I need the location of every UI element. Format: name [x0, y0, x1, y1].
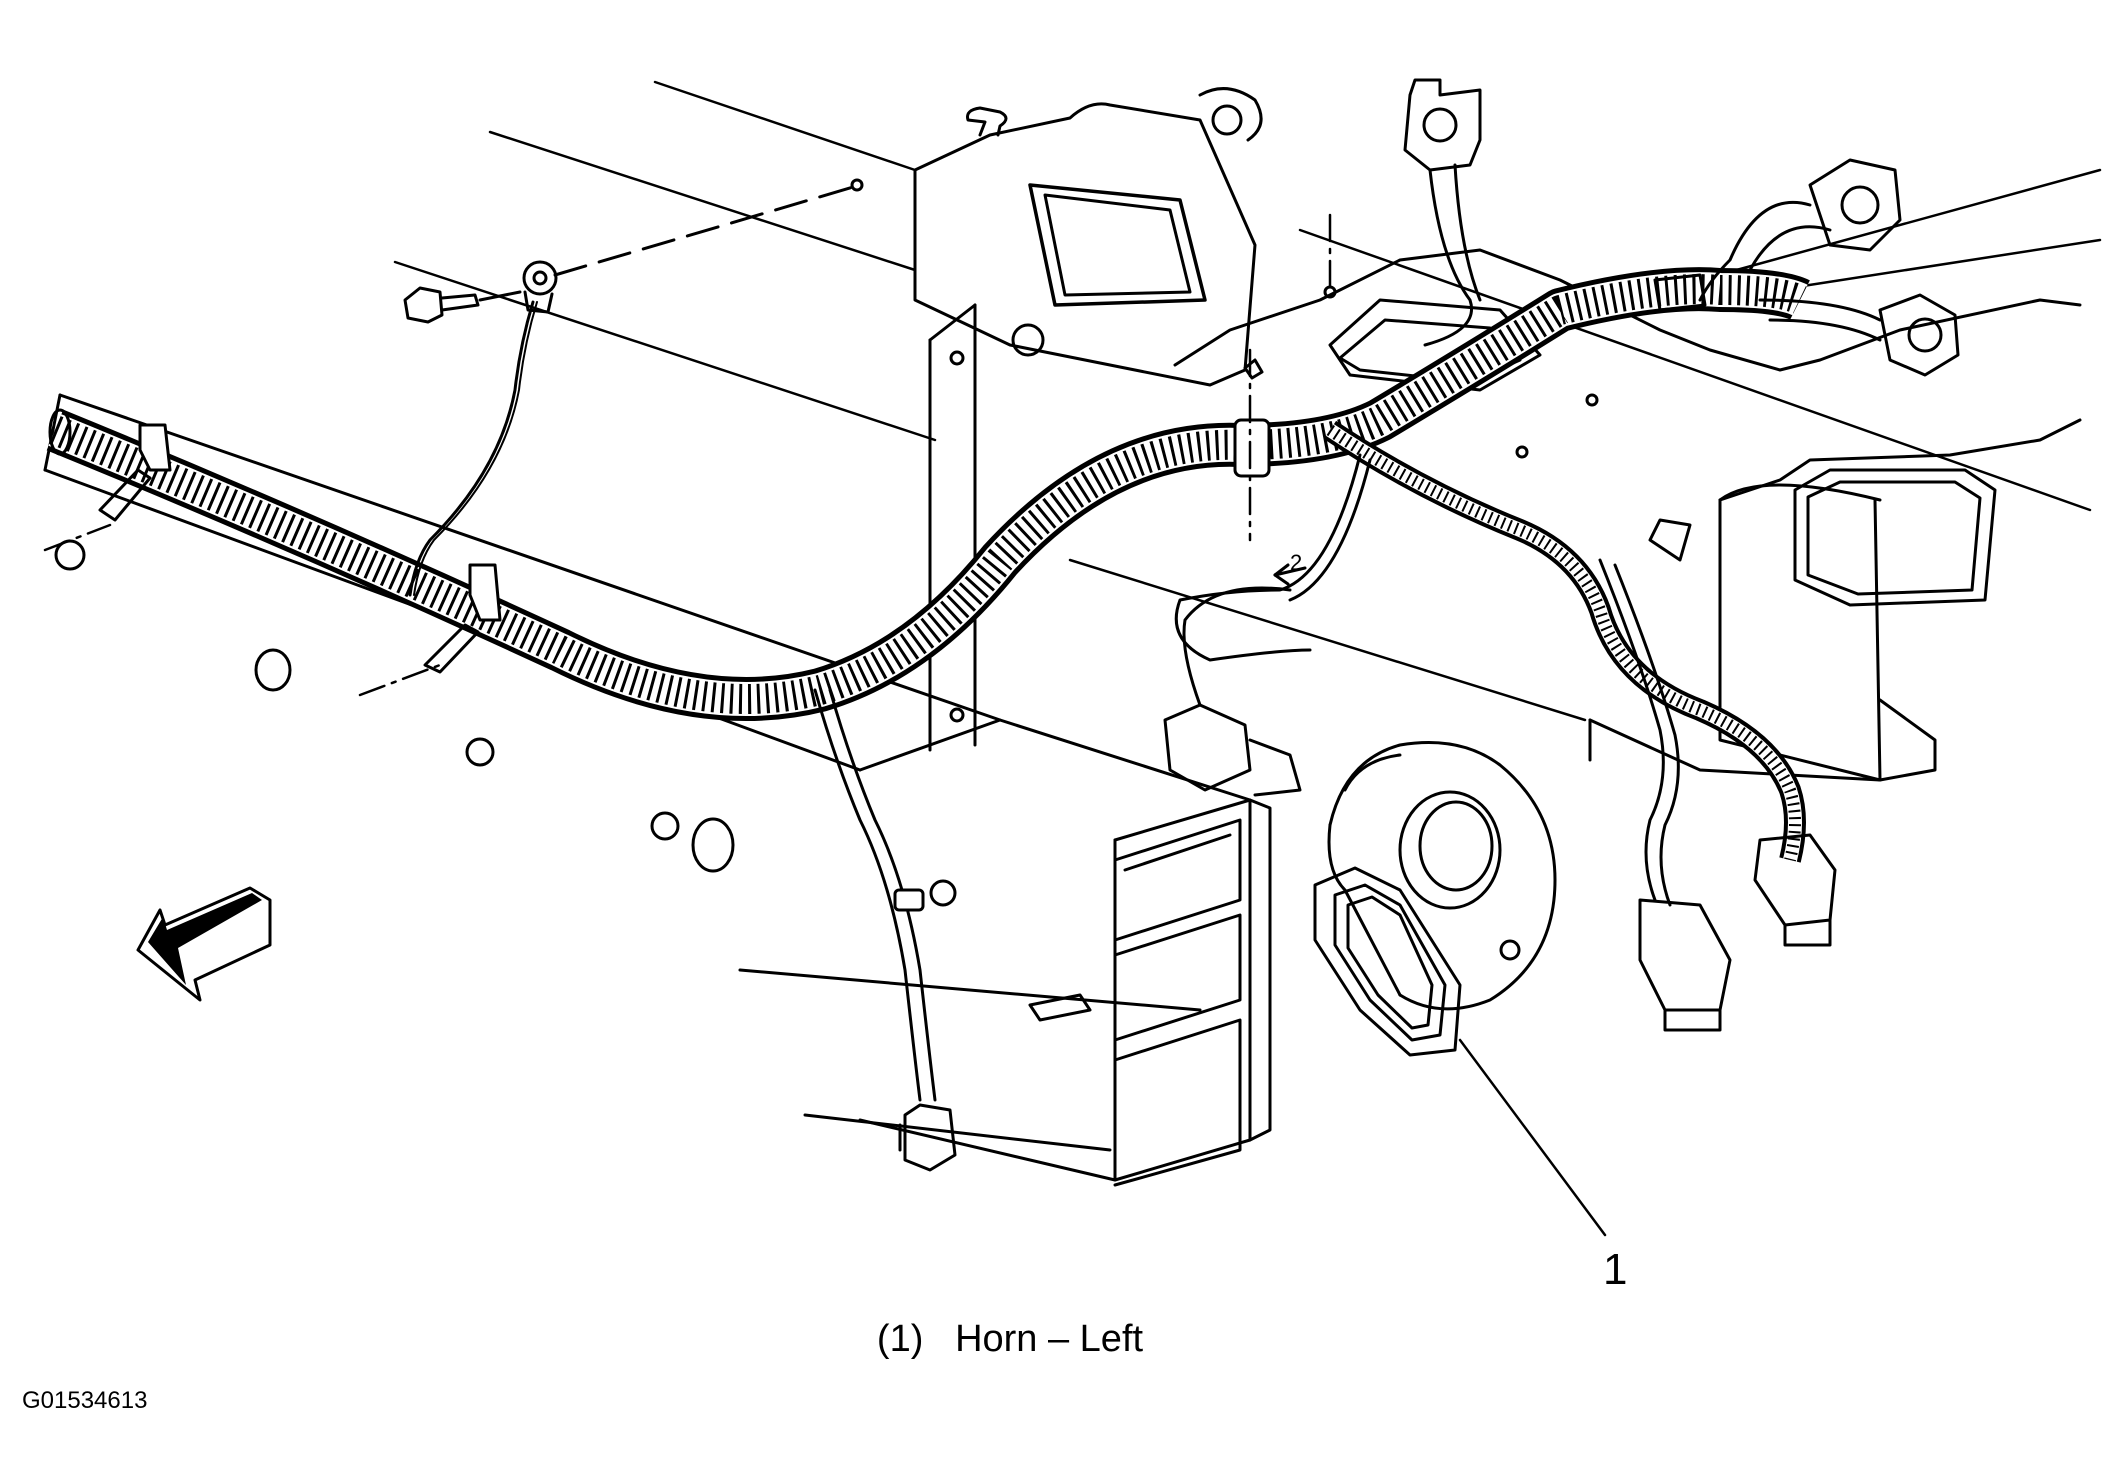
headlamp-bracket: [913, 87, 1263, 387]
wiring-harness: [46, 267, 1810, 863]
ground-bolt: [403, 286, 522, 324]
callout-number-1: 1: [1603, 1245, 1628, 1294]
body-panel-lines: [393, 80, 2102, 722]
aux-marker: 2: [1273, 550, 1307, 586]
caption-text: Horn – Left: [955, 1318, 1144, 1360]
figure-id: G01534613: [22, 1387, 148, 1414]
front-direction-arrow: [136, 886, 272, 1002]
center-lines: [43, 213, 1332, 697]
horn-left: [1327, 741, 1557, 1011]
fender-panel: [1173, 248, 2082, 782]
harness-clips: [98, 423, 502, 674]
caption-index: (1): [876, 1318, 924, 1360]
aux-marker-label: 2: [1290, 550, 1302, 575]
figure-caption: (1) Horn – Left: [0, 1318, 2020, 1361]
callout-1-leader: [1458, 1038, 1607, 1237]
horn-pigtail: [813, 453, 1837, 1172]
horn-bracket: [1313, 866, 1462, 1057]
radiator-support: [928, 303, 1882, 782]
small-fasteners: [1243, 285, 1337, 380]
connectors: [1403, 78, 1960, 377]
ground-strap: [408, 178, 864, 597]
bumper-bracket: [858, 718, 1272, 1187]
